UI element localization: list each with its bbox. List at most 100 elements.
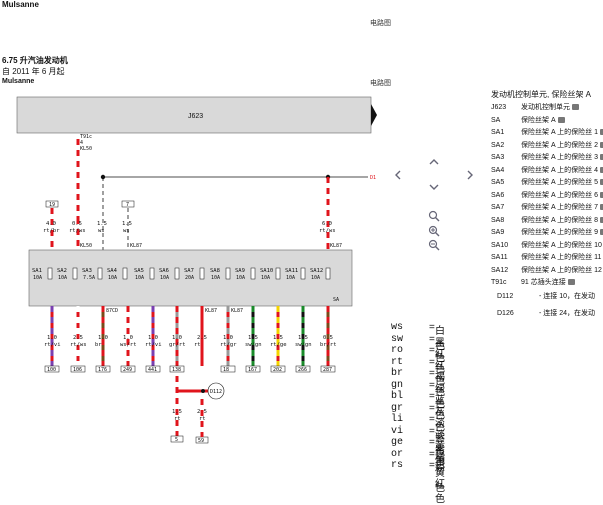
camera-icon[interactable]	[600, 179, 603, 186]
header-label: 电路图	[370, 20, 391, 27]
bottom-wire-color: br	[95, 342, 102, 348]
pan-down-icon[interactable]	[428, 180, 440, 192]
top-wire-color-1: rt/br	[43, 228, 60, 234]
kl87d-label: KL87	[231, 308, 243, 314]
camera-icon[interactable]	[572, 104, 579, 111]
legend-color-name: 淡紫色	[435, 429, 445, 471]
fuse-symbol	[72, 267, 78, 280]
camera-icon[interactable]	[600, 191, 603, 198]
legend-code: gr	[391, 402, 404, 414]
d126-code: D126	[497, 310, 514, 317]
pan-left-icon[interactable]	[392, 168, 404, 180]
d126-desc: - 连接 24，在发动	[539, 310, 596, 317]
component-desc: 保险丝架 A 上的保险丝 9	[521, 229, 599, 236]
component-desc: 保险丝架 A	[521, 116, 556, 124]
bottom-wire-size: 1.0	[148, 335, 158, 341]
component-code: SA11	[491, 254, 508, 261]
top-wire-size-1: 4.0	[46, 221, 56, 227]
fuse-symbol	[250, 267, 256, 280]
zoom-search-icon[interactable]	[428, 209, 440, 222]
legend-equals: =	[429, 391, 435, 402]
fuse-amp: 10A	[211, 275, 220, 281]
components-title: 发动机控制单元, 保险丝架 A	[491, 90, 592, 99]
camera-icon[interactable]	[557, 116, 565, 123]
camera-icon[interactable]	[600, 154, 603, 161]
bottom-wire-color: ws/rt	[120, 342, 137, 348]
component-code: SA2	[491, 141, 505, 149]
fuse-symbol	[300, 267, 306, 280]
pan-right-icon[interactable]	[464, 168, 476, 180]
component-desc: 保险丝架 A 上的保险丝 3	[521, 154, 599, 161]
component-code: SA8	[491, 216, 505, 224]
camera-icon[interactable]	[600, 129, 603, 136]
fuse-symbol	[174, 267, 180, 280]
legend-code: sw	[391, 333, 404, 345]
fuse-amp: 20A	[185, 275, 194, 281]
bottom-wire-size: 1.0	[98, 335, 108, 341]
bottom-wire-box	[245, 365, 261, 373]
model-label: Mulsanne	[2, 78, 35, 85]
bottom-wire-size: 1.5	[273, 335, 283, 341]
bottom-wire-box-label: 441	[148, 367, 157, 373]
camera-icon[interactable]	[600, 166, 603, 173]
fuse-amp: 10A	[135, 275, 144, 281]
fuse-symbol	[225, 267, 231, 280]
bottom-wire-box-label: 138	[172, 367, 181, 373]
bottom-wire-box-label: 287	[323, 367, 332, 373]
d126-row: D126 - 连接 24，在发动	[497, 308, 595, 318]
zoom-out-icon[interactable]	[428, 238, 440, 251]
bottom-wire-color: rt/ws	[70, 342, 87, 348]
camera-icon[interactable]	[600, 229, 603, 236]
zoom-in-icon[interactable]	[428, 224, 440, 237]
bottom-wire-color: sw/gn	[295, 342, 312, 348]
legend-code: bl	[391, 391, 404, 402]
top-wire-color-3: ws	[98, 228, 105, 234]
legend-code: br	[391, 368, 404, 379]
bottom-wire-color: rt	[194, 342, 201, 348]
legend-equals: =	[429, 437, 435, 448]
bottom-wire-box	[169, 365, 185, 373]
fuse-symbol	[149, 267, 155, 280]
header-title: Mulsanne	[2, 0, 39, 9]
bottom-wire-size: 1.0	[172, 335, 182, 341]
camera-icon[interactable]	[567, 279, 575, 286]
component-desc: 保险丝架 A 上的保险丝 11	[521, 254, 602, 261]
top-wire-size-4: 1.5	[122, 221, 132, 227]
component-row[interactable]: SA11 保险丝架 A 上的保险丝 11	[491, 252, 603, 262]
legend-equals: =	[429, 425, 435, 437]
d112-row: D112- 连接 10，在发动	[497, 291, 595, 301]
legend-equals: =	[429, 402, 435, 414]
bottom-wire-box	[44, 365, 60, 373]
d112-desc: - 连接 10，在发动	[539, 293, 596, 300]
bottom-wire-box-label: 106	[73, 367, 82, 373]
pan-up-icon[interactable]	[428, 155, 440, 167]
fuse-name: SA8	[210, 268, 220, 274]
camera-icon[interactable]	[600, 141, 603, 148]
legend-equals: =	[429, 448, 435, 460]
bottom-wire-box	[95, 365, 111, 373]
lower-wire-box-1: 5	[175, 437, 178, 443]
camera-icon[interactable]	[600, 204, 603, 211]
fuse-symbol	[199, 267, 205, 280]
engine-label: 6.75 升汽油发动机	[2, 56, 68, 65]
bottom-wire-color: rt/vi	[145, 342, 162, 348]
camera-icon[interactable]	[600, 216, 603, 223]
kl87c-label: KL87	[205, 308, 217, 314]
d1-label: D1	[370, 175, 376, 181]
fuse-symbol	[47, 267, 53, 280]
fuse-name: SA11	[285, 268, 298, 274]
